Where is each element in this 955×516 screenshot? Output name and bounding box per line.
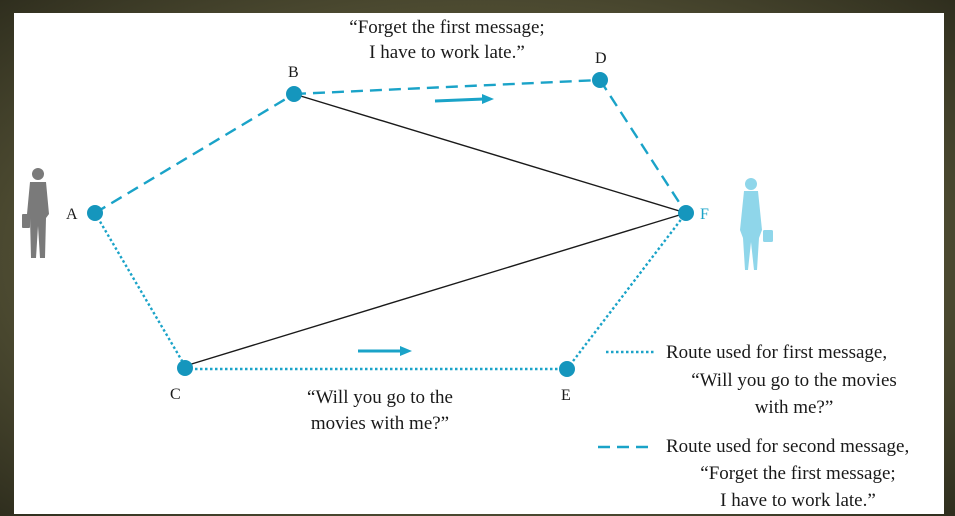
edge-c-f — [184, 212, 687, 367]
diagram-panel — [14, 13, 944, 514]
legend-first-line1: Route used for first message, — [666, 342, 887, 363]
node-e — [559, 361, 575, 377]
first-message-quote-line1: “Will you go to the — [307, 387, 453, 408]
edge-b-f — [293, 93, 687, 214]
legend-second-line3: I have to work late.” — [720, 490, 876, 511]
node-a — [87, 205, 103, 221]
businessman-icon — [22, 168, 49, 258]
legend-second-line2: “Forget the first message; — [700, 463, 895, 484]
edge-d-f — [598, 79, 688, 214]
node-d — [592, 72, 608, 88]
node-b — [286, 86, 302, 102]
node-label-d: D — [595, 50, 607, 67]
edge-b-d — [293, 78, 601, 96]
businesswoman-icon — [740, 178, 773, 270]
arrow-right-icon — [358, 346, 412, 356]
node-label-f: F — [700, 206, 709, 223]
node-c — [177, 360, 193, 376]
node-label-e: E — [561, 387, 571, 404]
node-label-a: A — [66, 206, 78, 223]
second-message-quote-line2: I have to work late.” — [369, 42, 525, 63]
legend-first-line3: with me?” — [755, 397, 834, 418]
arrow-right-icon — [434, 94, 494, 104]
first-message-quote-line2: movies with me?” — [311, 413, 449, 434]
node-label-c: C — [170, 386, 181, 403]
legend-first-line2: “Will you go to the movies — [691, 370, 897, 391]
edge-a-b — [94, 92, 295, 215]
edge-a-c — [93, 212, 187, 367]
node-label-b: B — [288, 64, 299, 81]
legend-second-line1: Route used for second message, — [666, 436, 909, 457]
node-f — [678, 205, 694, 221]
second-message-quote-line1: “Forget the first message; — [349, 17, 544, 38]
